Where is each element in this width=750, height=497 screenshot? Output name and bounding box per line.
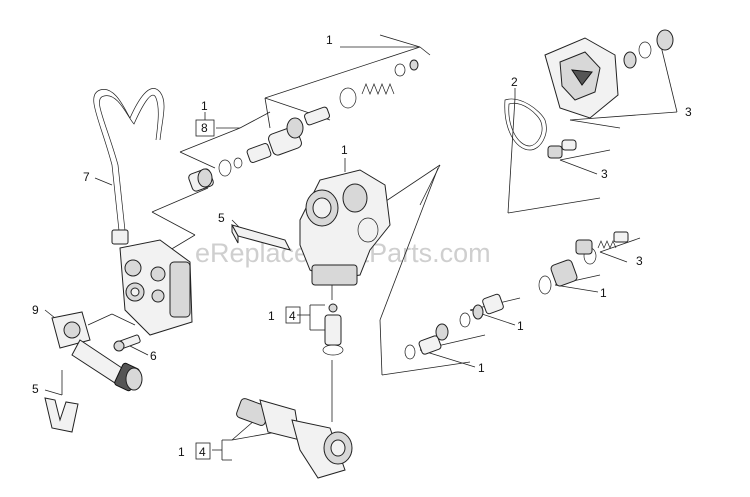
label-4-box-center <box>285 306 301 324</box>
bottom-unloader-assembly <box>236 398 353 479</box>
callout-8: 8 <box>201 121 208 135</box>
screw-part-6 <box>113 334 141 352</box>
small-valve-part-3 <box>547 139 577 159</box>
callout-1-right-c: 1 <box>478 361 485 375</box>
callout-3-right: 3 <box>636 254 643 268</box>
callout-1-left: 1 <box>201 99 208 113</box>
callout-labels: 1 1 8 2 3 3 3 1 7 5 1 1 1 9 6 5 1 4 1 4 <box>32 33 692 459</box>
label-4-box-bottom <box>195 442 211 460</box>
callout-4-center: 4 <box>289 309 296 323</box>
callout-1-top: 1 <box>326 33 333 47</box>
callout-5-mid: 5 <box>218 211 225 225</box>
callout-1-housing: 1 <box>341 143 348 157</box>
callout-6: 6 <box>150 349 157 363</box>
callout-4-bottom: 4 <box>199 445 206 459</box>
callout-1-bottom: 1 <box>178 445 185 459</box>
motor-flange-housing <box>119 239 193 336</box>
hose-part <box>93 88 165 245</box>
center-valve-part <box>322 303 344 356</box>
cylinder-head-part-3 <box>544 29 674 119</box>
top-valve-assembly <box>188 59 419 192</box>
clip-part-5 <box>230 224 291 251</box>
callout-1-right-b: 1 <box>517 319 524 333</box>
label-8-box <box>195 119 215 137</box>
clip-part-5-bottom <box>44 397 79 433</box>
callout-7: 7 <box>83 170 90 184</box>
callout-3-top: 3 <box>685 105 692 119</box>
seal-part-2 <box>504 98 547 151</box>
callout-2: 2 <box>511 75 518 89</box>
right-check-valve <box>404 231 629 360</box>
pump-housing <box>299 169 391 286</box>
callout-1-right-a: 1 <box>600 286 607 300</box>
callout-3-mid: 3 <box>601 167 608 181</box>
callout-5-bottom: 5 <box>32 382 39 396</box>
callout-1-center: 1 <box>268 309 275 323</box>
callout-9: 9 <box>32 303 39 317</box>
inlet-pipe-part-9 <box>51 311 143 392</box>
